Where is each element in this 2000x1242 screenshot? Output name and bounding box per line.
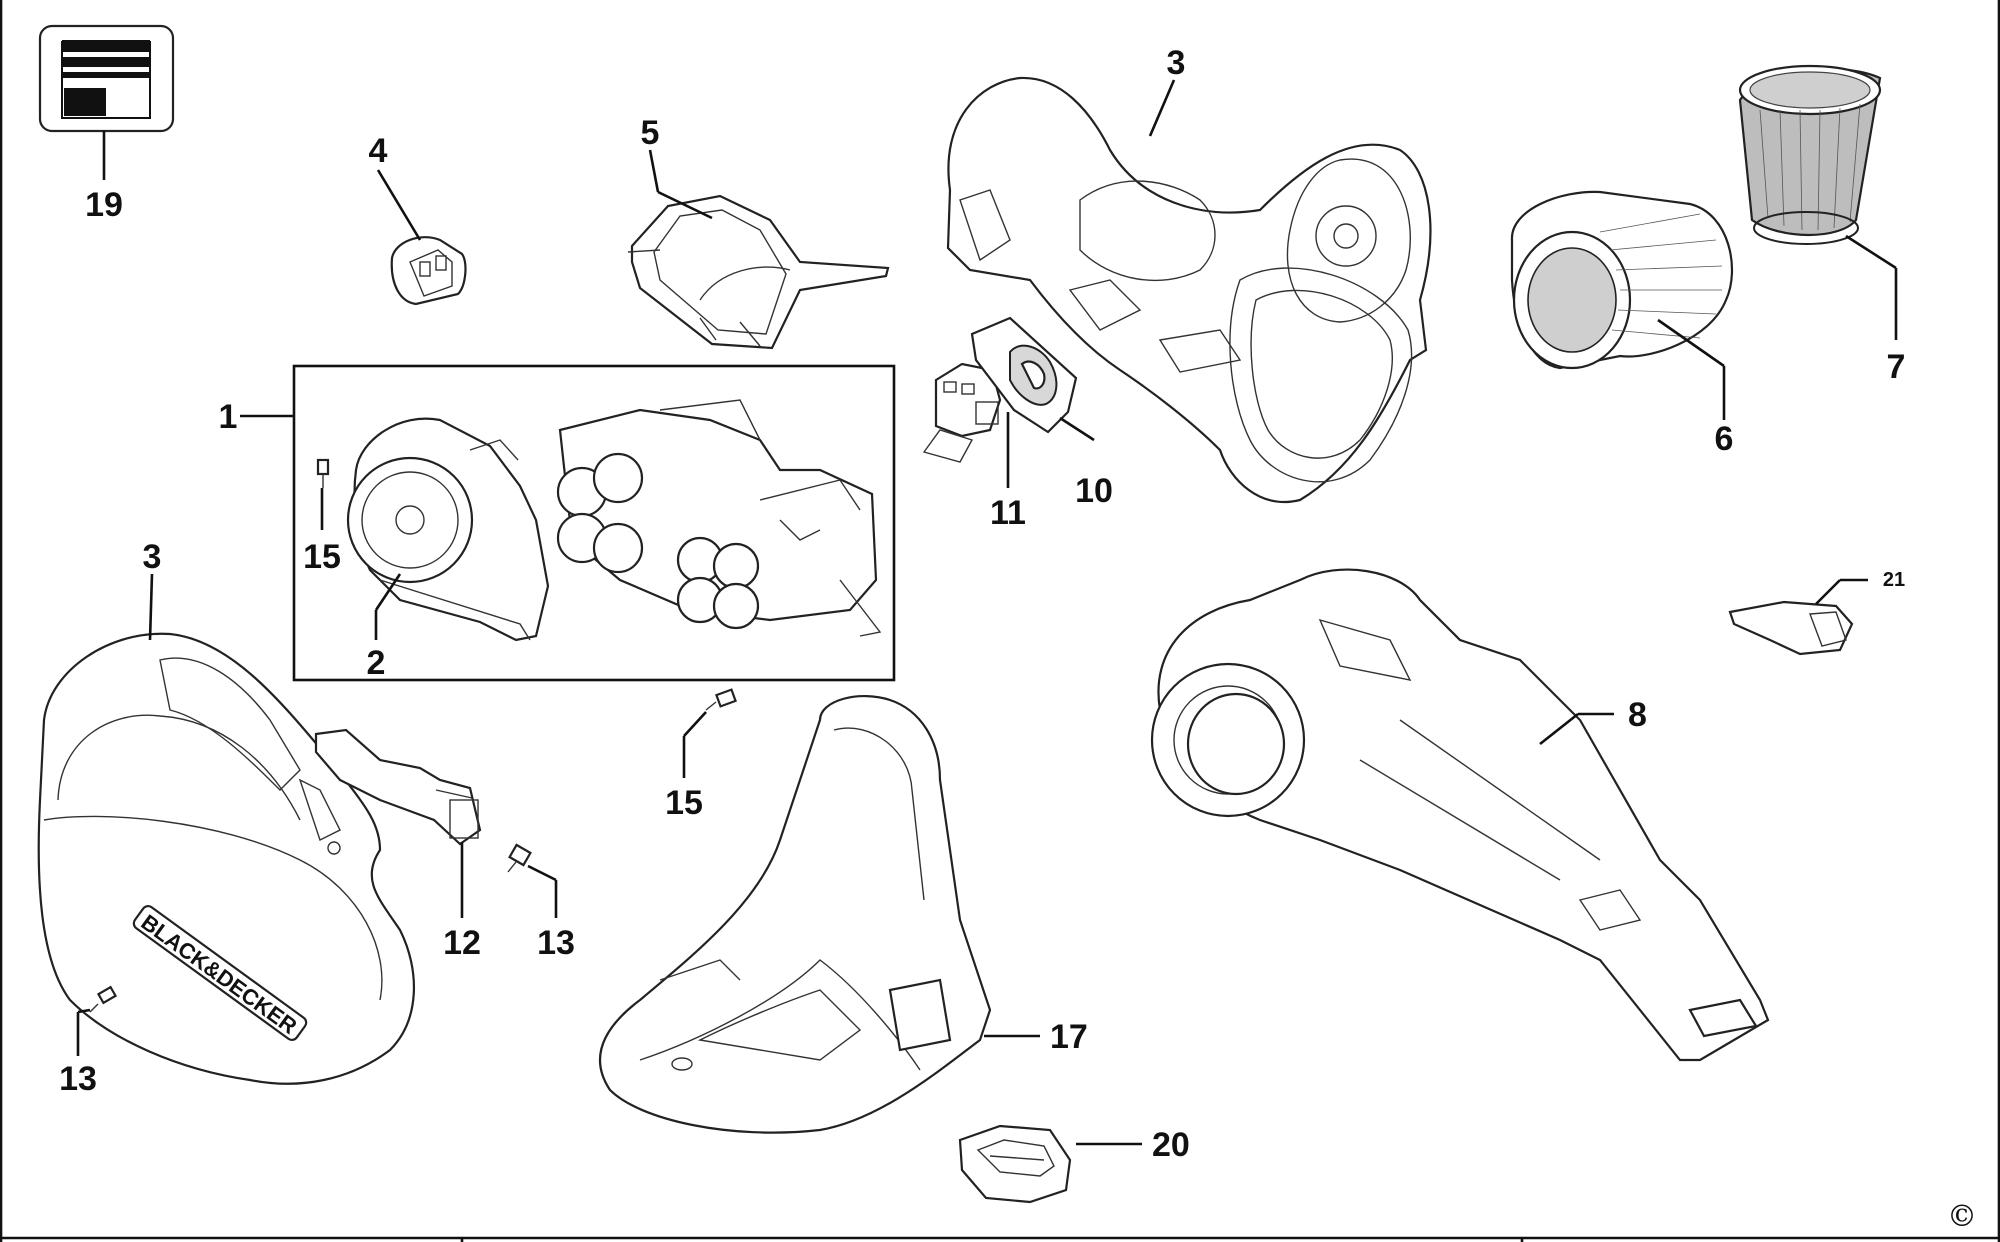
- part-11-switch: [922, 362, 1002, 463]
- copyright-mark: ©: [1947, 1199, 1977, 1234]
- leader-13b: [77, 1008, 91, 1014]
- part-21-crevice-tip: [1728, 600, 1854, 656]
- leader-8: [1539, 712, 1579, 746]
- callout-15-a: 15: [303, 538, 341, 576]
- part-6-pleated-filter: [1510, 190, 1734, 370]
- leader-3-bottom: [148, 573, 154, 641]
- callout-8: 8: [1628, 696, 1647, 734]
- leader-7: [1845, 234, 1897, 270]
- part-13-screw-b: [89, 985, 118, 1013]
- part-3-main-housing: [37, 632, 415, 1085]
- callout-13-b: 13: [59, 1060, 97, 1098]
- leader-2: [374, 573, 402, 611]
- part-5-cover-plate: [627, 194, 890, 350]
- leader-13a: [527, 864, 557, 882]
- battery-motor-assembly: [556, 399, 882, 637]
- leader-10: [1059, 416, 1095, 442]
- callout-12: 12: [443, 924, 481, 962]
- part-7-mesh-filter: [1738, 64, 1882, 245]
- part-13-screw-a: [507, 843, 532, 873]
- callout-17: 17: [1050, 1018, 1088, 1056]
- leader-21: [1815, 579, 1841, 605]
- part-10-switch-plate: [970, 316, 1078, 434]
- part-12-foam-strip: [314, 728, 482, 846]
- part-4-button: [390, 236, 467, 306]
- callout-20: 20: [1152, 1126, 1190, 1164]
- leader-3-top: [1148, 79, 1176, 137]
- callout-19: 19: [85, 186, 123, 224]
- callout-10: 10: [1075, 472, 1113, 510]
- callout-21: 21: [1883, 569, 1905, 591]
- callout-15-b: 15: [665, 784, 703, 822]
- part-8-dust-bowl-nozzle: [1150, 568, 1770, 1062]
- callout-3-top: 3: [1167, 44, 1186, 82]
- part-2-fan-housing: [346, 417, 550, 642]
- callout-6: 6: [1715, 420, 1734, 458]
- part-15-screw-a: [316, 458, 330, 488]
- leader-15b: [683, 711, 707, 737]
- part-1-assembly-box: [292, 364, 896, 682]
- part-17-charging-base: [598, 695, 992, 1134]
- part-20-nozzle-clip: [958, 1124, 1072, 1204]
- callout-2: 2: [367, 644, 386, 682]
- callout-11: 11: [990, 494, 1026, 532]
- leader-4: [376, 169, 422, 241]
- part-15-screw-b: [705, 688, 737, 711]
- callout-7: 7: [1887, 348, 1906, 386]
- callout-13-a: 13: [537, 924, 575, 962]
- callout-3-bottom: 3: [143, 538, 162, 576]
- leader-6: [1657, 318, 1725, 368]
- part-19-label-icon: [38, 24, 175, 133]
- callout-4: 4: [369, 132, 388, 170]
- callout-1: 1: [219, 398, 238, 436]
- leader-5b: [657, 190, 713, 220]
- callout-5: 5: [641, 114, 660, 152]
- leader-5: [648, 149, 660, 193]
- part-3-upper-housing: [946, 76, 1432, 503]
